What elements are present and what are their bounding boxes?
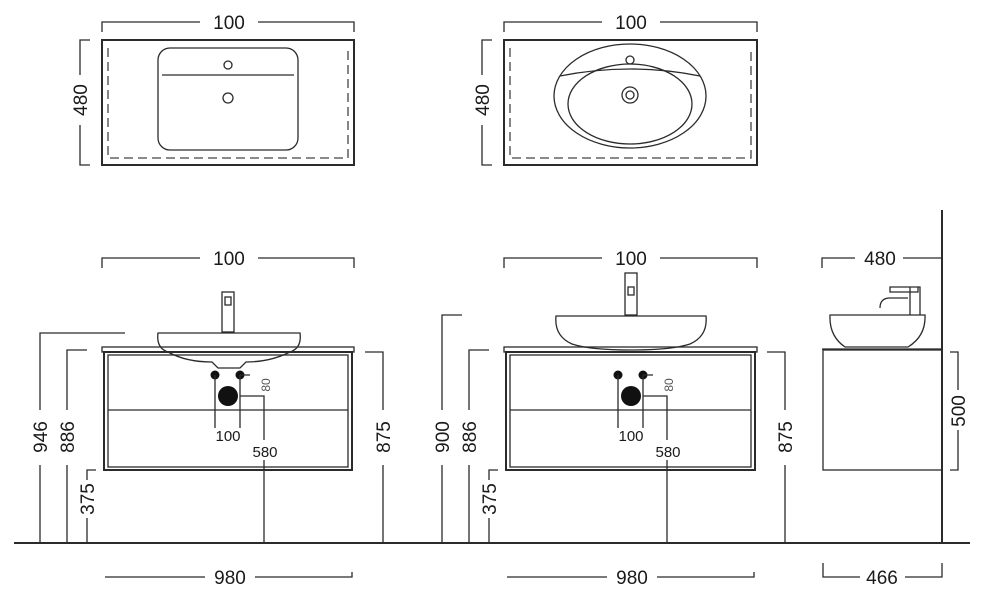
cabinet-outline-dashed	[509, 48, 752, 159]
tap-hole	[223, 60, 233, 70]
cabinet-inner-frame	[509, 354, 752, 468]
height-375-label: 375	[78, 483, 99, 515]
front-view-right: 100 80 100 580 900 886 375 875 980	[433, 249, 797, 589]
hole-spacing-label: 100	[618, 428, 643, 445]
side-faucet	[879, 286, 921, 315]
height-875-label: 875	[776, 421, 797, 453]
drain-height-label: 580	[252, 444, 277, 461]
depth-dimension-line	[79, 39, 90, 166]
service-dimension-lines	[214, 374, 265, 543]
depth-dimension-line	[481, 39, 492, 166]
height-375-label: 375	[480, 483, 501, 515]
hole-offset-label: 80	[662, 378, 676, 392]
vessel-basin	[555, 315, 707, 351]
top-width-label: 100	[213, 249, 245, 270]
drain-outer	[621, 86, 639, 104]
side-vessel-basin	[829, 314, 926, 348]
bottom-depth-dimension	[822, 563, 943, 578]
cabinet-inner-frame	[107, 354, 349, 468]
service-dimension-lines	[617, 374, 668, 543]
faucet	[624, 272, 638, 316]
height-886-label: 886	[460, 421, 481, 453]
width-dimension-line	[503, 21, 758, 32]
height-900-label: 900	[433, 421, 454, 453]
faucet-lever	[224, 296, 232, 306]
width-label: 100	[615, 13, 647, 34]
front-view-left: 100 80 100 580 946 886 375 875 980	[31, 249, 395, 589]
side-cabinet	[822, 349, 943, 471]
top-depth-dimension	[821, 257, 942, 268]
top-width-label: 100	[615, 249, 647, 270]
drain-hole	[625, 90, 635, 100]
basin-outline	[157, 47, 299, 151]
top-width-dimension	[101, 257, 355, 268]
faucet	[221, 291, 235, 333]
cabinet-height-dimension	[950, 351, 959, 471]
height-886-dimension	[66, 349, 87, 543]
cabinet-body	[505, 351, 756, 471]
semi-recessed-basin	[157, 332, 301, 369]
depth-label: 480	[71, 84, 92, 116]
tap-hole	[625, 55, 635, 65]
bottom-width-dimension	[507, 572, 755, 578]
drain-outlet-hole	[621, 386, 641, 406]
top-width-dimension	[503, 257, 758, 268]
side-view: 480 500 466	[821, 249, 970, 589]
height-886-label: 886	[58, 421, 79, 453]
basin-deck-line	[559, 68, 701, 77]
bottom-width-label: 980	[616, 568, 648, 589]
cabinet-outline-dashed	[107, 48, 349, 159]
cabinet-body	[103, 351, 353, 471]
basin-outer	[553, 43, 707, 149]
bottom-width-dimension	[105, 572, 353, 578]
basin-inner	[567, 63, 693, 145]
faucet-lever	[627, 286, 635, 296]
width-label: 100	[213, 13, 245, 34]
hole-spacing-label: 100	[215, 428, 240, 445]
height-946-label: 946	[31, 421, 52, 453]
height-946-dimension	[39, 332, 125, 543]
height-375-dimension	[488, 469, 498, 543]
height-875-dimension	[365, 351, 384, 543]
plan-view-left: 100 480	[71, 13, 355, 166]
height-875-dimension	[767, 351, 786, 543]
height-900-dimension	[441, 314, 462, 543]
bottom-depth-label: 466	[866, 568, 898, 589]
top-depth-label: 480	[864, 249, 896, 270]
plan-view-right: 100 480	[473, 13, 758, 166]
drain-outlet-hole	[218, 386, 238, 406]
height-375-dimension	[86, 469, 96, 543]
countertop-outline	[503, 39, 758, 166]
cabinet-height-label: 500	[949, 395, 970, 427]
height-875-label: 875	[374, 421, 395, 453]
bottom-width-label: 980	[214, 568, 246, 589]
drain-height-label: 580	[655, 444, 680, 461]
countertop-outline	[101, 39, 355, 166]
width-dimension-line	[101, 21, 355, 32]
depth-label: 480	[473, 84, 494, 116]
height-886-dimension	[468, 349, 489, 543]
drain-hole	[222, 92, 234, 104]
hole-offset-label: 80	[259, 378, 273, 392]
